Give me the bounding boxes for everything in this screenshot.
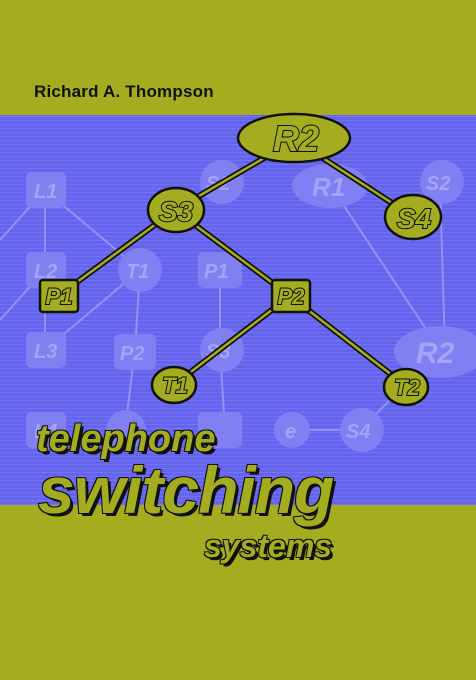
node-p1 — [38, 278, 80, 314]
bg-node-t-lower — [106, 410, 146, 450]
title-line-2: switching — [38, 453, 334, 527]
node-s3 — [146, 186, 206, 234]
node-p2 — [270, 278, 312, 314]
bg-label-s2-mid: S2 — [426, 173, 450, 195]
bg-label-r2: R2 — [416, 337, 455, 370]
label-s4: S4 — [397, 203, 432, 234]
label-t1: T1 — [162, 373, 188, 398]
bg-node-p2 — [114, 334, 156, 370]
bg-label-r1: R1 — [312, 172, 345, 202]
label-s3: S3 — [159, 196, 194, 227]
bg-label-l4: L4 — [34, 421, 57, 443]
label-r2: R2 — [273, 118, 319, 159]
bg-node-l3 — [26, 332, 66, 368]
bg-node-p1 — [198, 252, 242, 288]
title-line-1: telephone — [36, 418, 216, 460]
foreground-nodes — [38, 112, 443, 407]
bg-label-p2: P2 — [120, 343, 144, 365]
bg-node-s2-mid — [420, 160, 464, 204]
bg-node-s4 — [340, 408, 384, 452]
node-t1 — [150, 365, 198, 405]
node-s4 — [383, 193, 443, 241]
bg-node-r2 — [394, 326, 476, 378]
bg-node-l4 — [26, 412, 66, 448]
bg-label-l3: L3 — [34, 341, 57, 363]
label-p2: P2 — [278, 284, 306, 309]
bg-node-t1 — [118, 248, 162, 292]
bg-label-t1: T1 — [126, 261, 149, 283]
bg-label-s4: S4 — [346, 421, 370, 443]
bg-node-p-lower — [198, 412, 242, 448]
author-name: Richard A. Thompson — [34, 82, 214, 101]
label-p1: P1 — [46, 284, 73, 309]
bg-label-l1: L1 — [34, 181, 57, 203]
bg-label-e: e — [285, 421, 296, 443]
bg-label-p1: P1 — [204, 261, 228, 283]
foreground-labels: R2 S3 S4 P1 P2 T1 T2 — [45, 117, 433, 401]
bg-label-l2: L2 — [34, 261, 57, 283]
node-r2 — [236, 112, 352, 164]
bg-node-l1 — [26, 172, 66, 208]
title-line-3: systems — [204, 528, 333, 564]
node-t2 — [382, 367, 430, 407]
label-t2: T2 — [394, 375, 420, 400]
bg-node-e — [274, 412, 310, 448]
